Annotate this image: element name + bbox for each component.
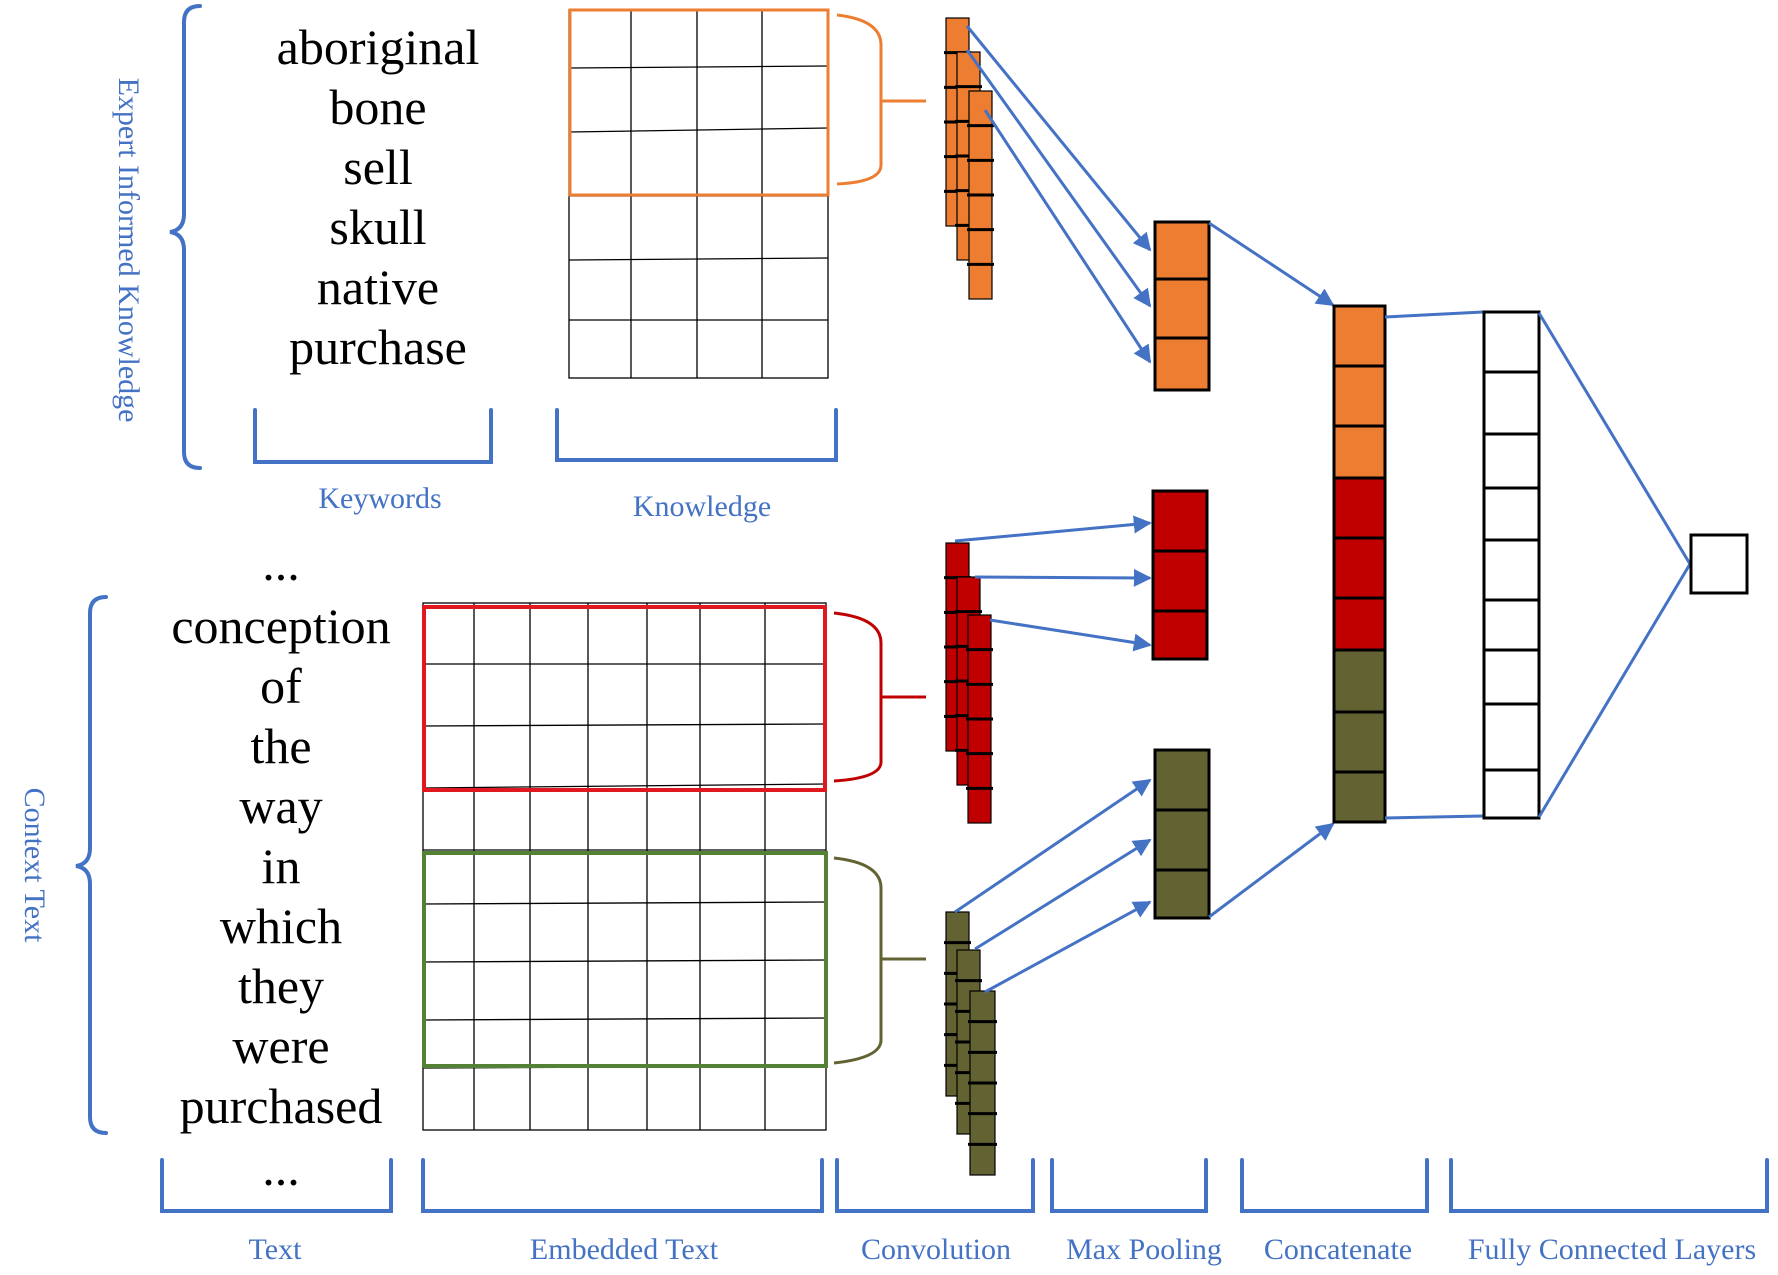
keyword: purchase (289, 319, 467, 375)
fc-to-output-connector-top (1537, 312, 1692, 565)
convolution-feature-maps-olive (944, 911, 997, 1176)
context-word: ... (262, 1140, 300, 1196)
text-stage-bracket (160, 1158, 393, 1213)
feature-map-strip (967, 90, 994, 300)
max-pool-vector-olive (1153, 748, 1211, 920)
context-word: in (262, 838, 301, 894)
concat-to-fc-connector-top (1384, 310, 1484, 319)
knowledge-embedding-grid (568, 9, 829, 379)
context-word: which (220, 898, 342, 954)
knowledge-bracket (555, 408, 838, 462)
max-pool-vector-orange (1153, 220, 1211, 392)
embedded-text-stage-bracket (421, 1158, 824, 1213)
feature-map-strip (966, 614, 993, 824)
context-word: the (250, 718, 311, 774)
concatenate-stage-bracket (1240, 1158, 1429, 1213)
context-word: conception (171, 598, 390, 654)
fully-connected-layer (1482, 310, 1541, 820)
pool-to-concat-arrow-olive (1208, 822, 1335, 919)
keyword: bone (329, 79, 426, 135)
fc-to-output-connector-bottom (1537, 563, 1692, 818)
pool-to-concat-arrow-orange (1208, 221, 1335, 307)
feature-map-strip (968, 990, 997, 1176)
keyword: native (317, 259, 439, 315)
conv-to-pool-arrows-olive (954, 778, 1152, 994)
concatenate-stage-label: Concatenate (1264, 1233, 1412, 1266)
convolution-feature-maps-orange (944, 17, 994, 300)
context-word: purchased (180, 1078, 383, 1134)
context-word-list: ... conception of the way in which they … (171, 535, 390, 1196)
max-pooling-stage-bracket (1050, 1158, 1208, 1213)
convolution-stage-bracket (835, 1158, 1035, 1213)
context-word: they (238, 958, 324, 1014)
fully-connected-stage-label: Fully Connected Layers (1468, 1233, 1756, 1266)
embedded-red-filter-window (422, 605, 827, 792)
keyword-list: aboriginal bone sell skull native purcha… (277, 19, 480, 375)
concatenated-vector (1332, 304, 1387, 824)
text-stage-label: Text (249, 1233, 303, 1266)
context-word: ... (262, 535, 300, 591)
embedded-text-grid (422, 602, 827, 1131)
keyword: sell (343, 139, 412, 195)
expert-group-brace (169, 4, 202, 470)
convolution-feature-maps-red (944, 542, 993, 824)
knowledge-label: Knowledge (633, 490, 771, 523)
context-group-label: Context Text (18, 788, 51, 943)
fully-connected-stage-bracket (1449, 1158, 1769, 1213)
embedded-red-filter-bracket (833, 611, 926, 783)
knowledge-filter-bracket (836, 13, 926, 186)
max-pooling-stage-label: Max Pooling (1066, 1233, 1222, 1266)
embedded-green-filter-window (422, 851, 828, 1068)
convolution-stage-label: Convolution (861, 1233, 1011, 1266)
expert-group-label: Expert Informed Knowledge (112, 78, 145, 423)
keyword: aboriginal (277, 19, 480, 75)
keywords-bracket (253, 408, 493, 464)
output-node (1689, 533, 1749, 595)
knowledge-filter-window (568, 8, 830, 197)
context-word: of (260, 658, 302, 714)
conv-to-pool-arrows-orange (965, 25, 1152, 364)
max-pool-vector-red (1151, 489, 1209, 661)
keyword: skull (329, 199, 426, 255)
context-word: were (232, 1018, 329, 1074)
context-group-brace (75, 595, 108, 1135)
embedded-green-filter-bracket (833, 856, 926, 1065)
conv-to-pool-arrows-red (954, 515, 1152, 652)
embedded-text-stage-label: Embedded Text (530, 1233, 719, 1266)
context-word: way (239, 778, 322, 834)
keywords-label: Keywords (318, 482, 441, 515)
concat-to-fc-connector-bottom (1384, 814, 1484, 820)
